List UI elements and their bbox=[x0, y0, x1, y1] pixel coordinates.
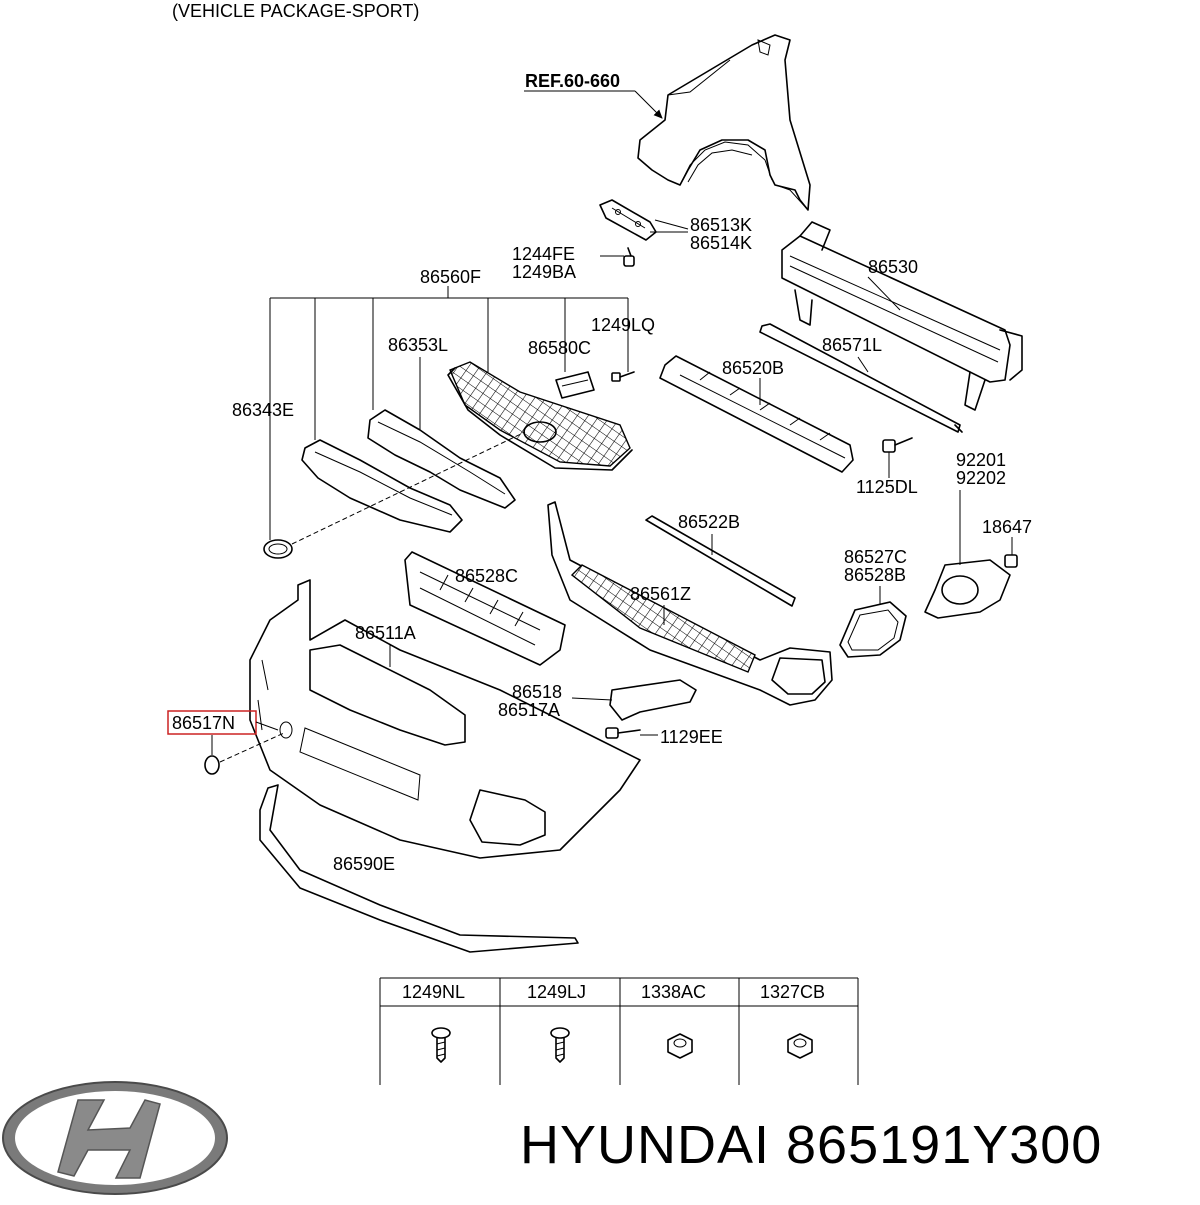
callout-1129ee: 1129EE bbox=[660, 727, 723, 747]
bolt-1125dl bbox=[882, 437, 913, 453]
callout-86530: 86530 bbox=[868, 257, 918, 277]
callout-86343e: 86343E bbox=[232, 400, 294, 420]
fender-part bbox=[637, 34, 811, 211]
callout-86517a: 86517A bbox=[498, 700, 560, 720]
foglamp-92201 bbox=[924, 559, 1011, 619]
screw-icon bbox=[550, 1027, 570, 1063]
hyundai-logo bbox=[2, 1081, 228, 1195]
bumper-cover-86511a bbox=[249, 579, 641, 859]
callout-86590e: 86590E bbox=[333, 854, 395, 874]
callout-86513k: 86513K bbox=[690, 215, 752, 235]
callout-1244fe: 1244FE bbox=[512, 244, 575, 264]
socket-18647 bbox=[1004, 554, 1018, 568]
callout-1249ba: 1249BA bbox=[512, 262, 576, 282]
nut-icon bbox=[787, 1033, 813, 1059]
bracket-86528c bbox=[404, 551, 566, 666]
callout-86353l: 86353L bbox=[388, 335, 448, 355]
callout-92201: 92201 bbox=[956, 450, 1006, 470]
bar-86571l bbox=[759, 323, 963, 433]
callout-86518: 86518 bbox=[512, 682, 562, 702]
callout-86511a: 86511A bbox=[355, 623, 416, 643]
package-note: (VEHICLE PACKAGE-SPORT) bbox=[172, 1, 419, 21]
lip-86590e bbox=[259, 784, 579, 953]
callout-86520b: 86520B bbox=[722, 358, 784, 378]
callout-86514k: 86514K bbox=[690, 233, 752, 253]
grille-86580c bbox=[447, 361, 633, 471]
callout-86561z: 86561Z bbox=[630, 584, 691, 604]
screw-1244fe bbox=[623, 247, 635, 267]
emblem-part bbox=[263, 539, 293, 559]
fender-bracket-part bbox=[599, 199, 657, 241]
callout-86560f: 86560F bbox=[420, 267, 481, 287]
bracket-86518 bbox=[609, 679, 697, 721]
callout-86527c: 86527C bbox=[844, 547, 907, 567]
table-header-1327cb: 1327CB bbox=[760, 982, 825, 1002]
molding-86343e bbox=[301, 439, 463, 533]
callout-1249lq: 1249LQ bbox=[591, 315, 655, 335]
callout-1125dl: 1125DL bbox=[856, 477, 918, 497]
molding-86353l bbox=[367, 409, 516, 509]
callout-86522b: 86522B bbox=[678, 512, 740, 532]
nut-icon bbox=[667, 1033, 693, 1059]
tow-hook-cover-86517n bbox=[204, 755, 220, 775]
brand-caption: HYUNDAI 865191Y300 bbox=[520, 1115, 1103, 1175]
callout-86571l: 86571L bbox=[822, 335, 882, 355]
bezel-86527c bbox=[839, 601, 907, 658]
table-header-1249lj: 1249LJ bbox=[527, 982, 586, 1002]
fastener-table: 1249NL 1249LJ 1338AC 1327CB bbox=[379, 977, 859, 1085]
clip-86580c bbox=[555, 371, 595, 399]
table-header-1249nl: 1249NL bbox=[402, 982, 465, 1002]
callout-86580c: 86580C bbox=[528, 338, 591, 358]
bolt-1129ee bbox=[605, 727, 641, 739]
table-header-1338ac: 1338AC bbox=[641, 982, 706, 1002]
callout-92202: 92202 bbox=[956, 468, 1006, 488]
callout-86528c: 86528C bbox=[455, 566, 518, 586]
absorber-86520b bbox=[659, 355, 854, 473]
callout-86517n: 86517N bbox=[172, 713, 235, 733]
callout-18647: 18647 bbox=[982, 517, 1032, 537]
screw-1249lq bbox=[611, 371, 635, 382]
bumper-beam-part bbox=[781, 221, 1023, 411]
ref-label: REF.60-660 bbox=[525, 71, 620, 91]
callout-86528b: 86528B bbox=[844, 565, 906, 585]
screw-icon bbox=[431, 1027, 451, 1063]
strip-86522b bbox=[645, 515, 796, 607]
